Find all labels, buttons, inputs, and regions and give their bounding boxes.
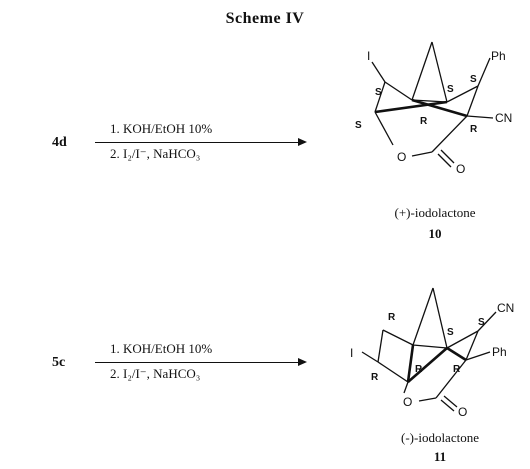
atom-10-keto-oxygen: O [456, 162, 465, 176]
scheme-title: Scheme IV [225, 10, 305, 27]
stereo-10-c6: R [470, 124, 478, 135]
reactant-label-2: 5c [52, 355, 66, 370]
stereo-11-c4: R [371, 372, 379, 383]
atom-10-iodine: I [367, 49, 370, 63]
stereo-10-c5: R [420, 116, 428, 127]
stereo-10-c2: S [447, 84, 454, 95]
stereo-10-c3: S [470, 74, 477, 85]
stereo-11-c5: R [415, 364, 423, 375]
stereo-11-c2: S [447, 327, 454, 338]
reactant-label-1: 4d [52, 135, 67, 150]
atom-11-iodine: I [350, 346, 353, 360]
structure-11 [361, 287, 497, 412]
reaction-arrow-2 [95, 358, 307, 366]
atom-11-keto-oxygen: O [458, 405, 467, 419]
product-number-10: 10 [428, 226, 442, 241]
structure-10 [371, 41, 494, 168]
stereo-11-c1: R [388, 312, 396, 323]
reaction-arrow-1 [95, 138, 307, 146]
atom-10-ring-oxygen: O [397, 150, 406, 164]
condition-1-step-1: 1. KOH/EtOH 10% [110, 121, 213, 136]
stereo-11-c3: S [478, 317, 485, 328]
atom-10-phenyl: Ph [491, 49, 506, 63]
stereo-10-c4: S [355, 120, 362, 131]
bond-bridge-left [411, 41, 433, 101]
atom-11-nitrile: CN [497, 301, 514, 315]
stereo-10-c1: S [375, 87, 382, 98]
atom-11-phenyl: Ph [492, 345, 507, 359]
stereo-11-c6: R [453, 364, 461, 375]
atom-10-nitrile: CN [495, 111, 512, 125]
condition-2-step-1: 1. KOH/EtOH 10% [110, 341, 213, 356]
condition-2-step-2: 2. I₂/I⁻, NaHCO₃ [110, 366, 201, 381]
product-name-10: (+)-iodolactone [394, 205, 476, 220]
bond-bridge-right [431, 41, 448, 103]
condition-1-step-2: 2. I₂/I⁻, NaHCO₃ [110, 146, 201, 161]
product-name-11: (-)-iodolactone [401, 430, 479, 445]
product-number-11: 11 [433, 449, 447, 464]
atom-11-ring-oxygen: O [403, 395, 412, 409]
